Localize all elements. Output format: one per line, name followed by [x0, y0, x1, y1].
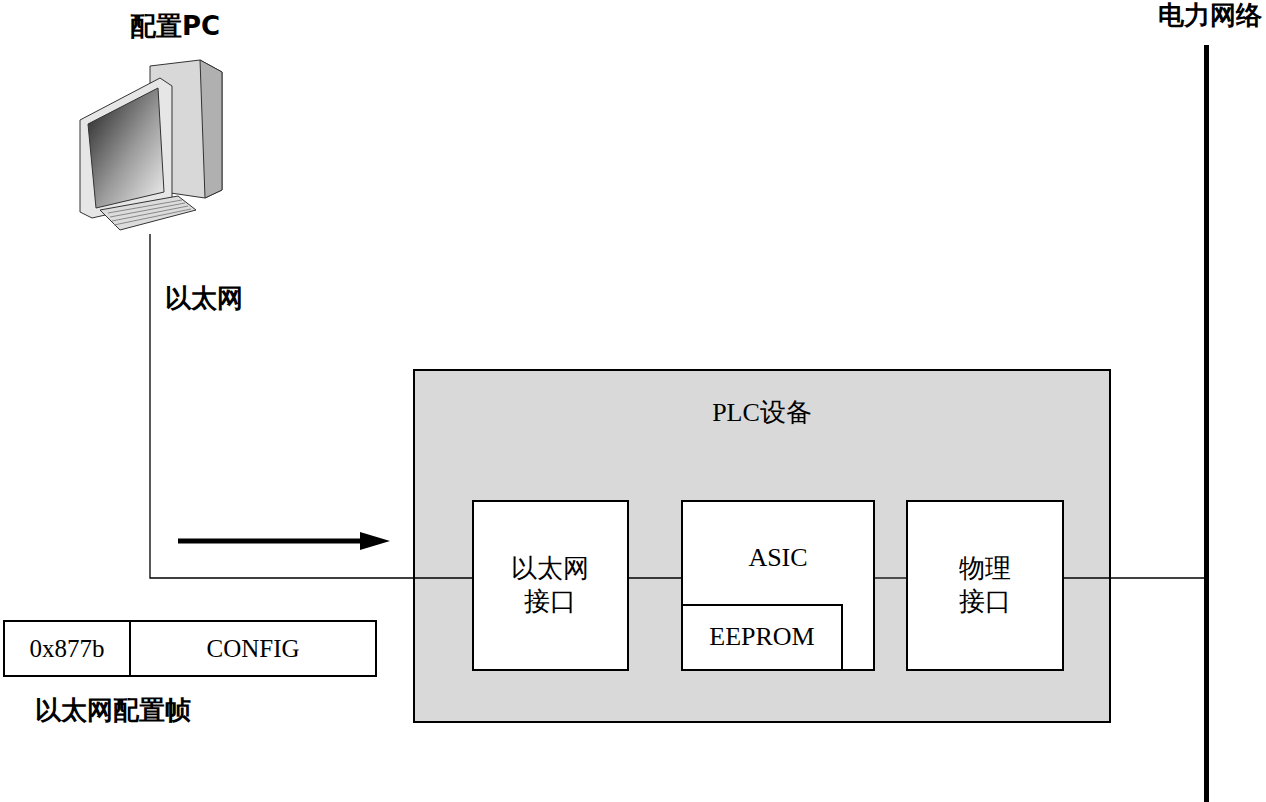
frame-caption: 以太网配置帧 [35, 695, 191, 726]
monitor-frame [80, 78, 172, 218]
keyboard [100, 196, 196, 230]
keyboard-row [112, 206, 188, 221]
frame-payload-cell: CONFIG [129, 620, 377, 677]
flow-arrow-shaft [178, 539, 364, 544]
box-text: 物理 接口 [951, 553, 1019, 618]
keyboard-row [108, 200, 182, 213]
eeprom-box: EEPROM [681, 604, 843, 671]
config-pc: 配置PC [60, 10, 290, 234]
flow-arrow-head [360, 532, 390, 550]
box-text: EEPROM [709, 621, 814, 654]
monitor-screen [88, 88, 164, 208]
box-text: 0x877b [30, 633, 105, 664]
keyboard-row [114, 209, 191, 225]
edge-label: 以太网 [163, 283, 245, 314]
power-network-bus [1204, 45, 1209, 802]
device-heading: PLC设备 [712, 397, 812, 430]
ethernet-interface-box: 以太网 接口 [472, 500, 629, 671]
tower-side [200, 60, 222, 198]
device-label: 配置PC [130, 10, 220, 43]
computer-icon [60, 10, 290, 234]
box-text: ASIC [748, 542, 807, 575]
asic-box: EEPROM ASIC [681, 500, 875, 671]
power-network-label: 电力网络 [1158, 0, 1262, 31]
box-text: 以太网 接口 [508, 553, 594, 618]
frame-type-cell: 0x877b [3, 620, 131, 677]
keyboard-row [110, 203, 185, 217]
box-text: CONFIG [206, 633, 299, 664]
plc-device-box: 以太网 接口 EEPROM ASIC 物理 接口 PLC设备 [413, 369, 1111, 723]
physical-interface-box: 物理 接口 [906, 500, 1064, 671]
